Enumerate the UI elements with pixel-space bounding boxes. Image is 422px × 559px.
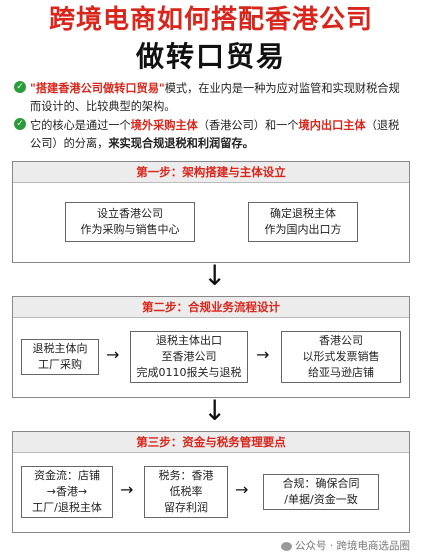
box-line: 至香港公司 (161, 350, 217, 363)
body-text: 模式，在业内是一种为应对监管和实现财税合规而设计的、比较典型的架构。 (30, 82, 400, 113)
down-arrow-icon: ↓ (203, 259, 227, 292)
step2-box-export: 退税主体出口至香港公司完成0110报关与退税 (130, 331, 248, 383)
step2-box-sales: 香港公司以形式发票销售给亚马逊店铺 (281, 331, 401, 383)
step1-box-hk-company: 设立香港公司作为采购与销售中心 (65, 202, 195, 242)
wechat-icon (280, 541, 292, 551)
down-arrow-icon: ↓ (203, 394, 227, 427)
step1-box-refund-entity: 确定退税主体作为国内出口方 (248, 202, 358, 242)
box-line: 作为采购与销售中心 (80, 223, 180, 236)
box-line: 工厂采购 (38, 358, 82, 371)
watermark-text: 公众号 · 跨境电商选品圈 (294, 540, 410, 552)
step3-box-tax: 税务：香港低税率留存利润 (144, 466, 228, 518)
right-arrow-icon: → (106, 345, 120, 364)
box-line: 低税率 (169, 485, 203, 498)
box-line: 确定退税主体 (270, 207, 336, 220)
step2-panel: 第二步：合规业务流程设计 退税主体向工厂采购 → 退税主体出口至香港公司完成01… (12, 296, 410, 398)
intro-bullet-1-text: "搭建香港公司做转口贸易"模式，在业内是一种为应对监管和实现财税合规而设计的、比… (30, 80, 410, 116)
watermark: 公众号 · 跨境电商选品圈 (280, 538, 410, 553)
box-line: 留存利润 (164, 501, 208, 514)
body-text: 它的核心是通过一个 (30, 119, 131, 132)
step1-panel: 第一步：架构搭建与主体设立 设立香港公司作为采购与销售中心 确定退税主体作为国内… (12, 161, 410, 263)
box-line: 退税主体向 (32, 342, 88, 355)
intro-bullet-2-text: 它的核心是通过一个境外采购主体（香港公司）和一个境内出口主体（退税公司）的分离，… (30, 117, 410, 153)
box-line: 退税主体出口 (156, 334, 222, 347)
intro-bullet-1: ✓ "搭建香港公司做转口贸易"模式，在业内是一种为应对监管和实现财税合规而设计的… (14, 80, 410, 116)
box-line: 完成0110报关与退税 (136, 366, 242, 379)
box-line: 以形式发票销售 (302, 350, 380, 363)
step2-box-purchase: 退税主体向工厂采购 (21, 339, 99, 375)
right-arrow-icon: → (120, 480, 134, 499)
intro-bullet-2: ✓ 它的核心是通过一个境外采购主体（香港公司）和一个境内出口主体（退税公司）的分… (14, 117, 410, 153)
step1-title: 第一步：架构搭建与主体设立 (13, 162, 409, 183)
page-subtitle: 做转口贸易 (135, 40, 286, 73)
step3-box-fund-flow: 资金流：店铺 →香港→ 工厂/退税主体 (21, 466, 113, 518)
box-line: 工厂/退税主体 (32, 501, 102, 514)
step2-title: 第二步：合规业务流程设计 (13, 297, 409, 318)
highlight-text: 境内出口主体 (298, 119, 366, 132)
right-arrow-icon: → (235, 480, 249, 499)
step3-panel: 第三步：资金与税务管理要点 资金流：店铺 →香港→ 工厂/退税主体 → 税务：香港低… (12, 431, 410, 533)
page-title: 跨境电商如何搭配香港公司 (48, 5, 373, 35)
step3-box-compliance: 合规：确保合同/单据/资金一致 (263, 474, 379, 510)
bold-text: 来实现合规退税和利润留存。 (108, 137, 254, 150)
highlight-text: 境外采购主体 (130, 119, 198, 132)
body-text: （退税公司）的分离， (30, 119, 400, 150)
box-line: 资金流：店铺 (34, 469, 100, 482)
box-line: 给亚马逊店铺 (308, 366, 374, 379)
box-line: 税务：香港 (158, 469, 214, 482)
box-line: 香港公司 (319, 334, 363, 347)
right-arrow-icon: → (256, 345, 270, 364)
check-icon: ✓ (14, 81, 26, 93)
box-line: 合规：确保合同 (282, 477, 360, 490)
check-icon: ✓ (14, 118, 26, 130)
highlight-text: "搭建香港公司做转口贸易" (30, 82, 165, 95)
box-line: 设立香港公司 (97, 207, 163, 220)
box-line: →香港→ (46, 485, 88, 498)
step3-title: 第三步：资金与税务管理要点 (13, 432, 409, 453)
box-line: 作为国内出口方 (264, 223, 342, 236)
box-line: /单据/资金一致 (284, 493, 358, 506)
body-text: （香港公司）和一个 (197, 119, 299, 132)
